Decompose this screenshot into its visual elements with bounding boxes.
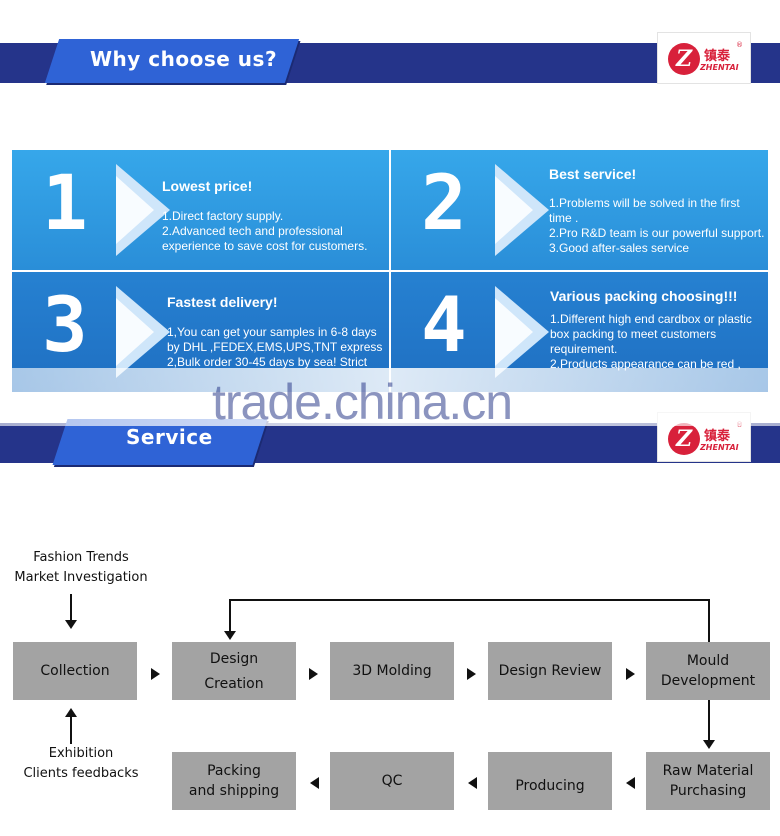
- card-line: 1.Direct factory supply.: [162, 209, 284, 223]
- card-text: 1.Different high end cardbox or plastic …: [550, 312, 752, 372]
- arrow-left-icon: [626, 777, 635, 789]
- step-3d-molding: 3D Molding: [330, 642, 454, 700]
- service-banner: Service: [0, 419, 780, 465]
- arrow-left-icon: [468, 777, 477, 789]
- card-line: experience to save cost for customers.: [162, 239, 368, 253]
- watermark-text: trade.china.cn: [212, 374, 513, 430]
- step-label: Development: [660, 673, 756, 689]
- logo-cn-text: 镇泰: [704, 429, 731, 444]
- step-label: Producing: [515, 778, 585, 794]
- logo-mark-icon: Z: [668, 43, 700, 75]
- card-line: 2.Products appearance can be red ,: [550, 357, 741, 371]
- why-choose-banner: Why choose us?: [0, 39, 780, 83]
- step-label: Design: [209, 650, 259, 667]
- card-number: 4: [421, 280, 467, 369]
- step-packing-shipping: Packing and shipping: [172, 752, 296, 810]
- card-text: 1.Direct factory supply. 2.Advanced tech…: [162, 209, 367, 254]
- logo-en-text: ZHENTAI: [700, 443, 739, 452]
- section-title-why-choose: Why choose us?: [90, 47, 278, 71]
- step-raw-material-purchasing: Raw Material Purchasing: [646, 752, 770, 810]
- note-line: Fashion Trends: [33, 550, 129, 565]
- logo-mark-icon: Z: [668, 423, 700, 455]
- step-label: and shipping: [188, 783, 280, 799]
- arrow-icon-inner: [116, 298, 154, 366]
- loop-line-right: [708, 599, 710, 642]
- note-top: Fashion Trends Market Investigation: [0, 548, 162, 588]
- card-line: 2.Pro R&D team is our powerful support.: [549, 226, 765, 240]
- card-line: 2,Bulk order 30-45 days by sea! Strict: [167, 355, 368, 369]
- arrow-icon-inner: [495, 176, 533, 244]
- card-line: 3.Good after-sales service: [549, 241, 690, 255]
- arrow-icon-inner: [116, 176, 154, 244]
- card-line: 1.Different high end cardbox or plastic: [550, 312, 752, 326]
- card-title: Fastest delivery!: [167, 294, 278, 310]
- note-line: Exhibition: [48, 746, 114, 761]
- note-line: Market Investigation: [14, 570, 148, 585]
- card-number: 2: [421, 158, 467, 247]
- card-lowest-price: 1 Lowest price! 1.Direct factory supply.…: [12, 150, 389, 270]
- card-line: by DHL ,FEDEX,EMS,UPS,TNT express: [167, 340, 383, 354]
- arrow-down-line: [708, 700, 710, 740]
- card-line: requirement.: [550, 342, 618, 356]
- note-bottom: Exhibition Clients feedbacks: [0, 744, 162, 784]
- logo-cn-text: 镇泰: [704, 49, 731, 64]
- step-mould-development: Mould Development: [646, 642, 770, 700]
- card-title: Lowest price!: [162, 178, 253, 194]
- logo-reg-mark: ®: [736, 41, 743, 49]
- card-number: 3: [42, 280, 88, 369]
- step-label: Collection: [40, 663, 110, 679]
- card-title: Various packing choosing!!!: [550, 288, 738, 304]
- arrow-right-icon: [467, 668, 476, 680]
- arrow-down-icon: [703, 740, 715, 749]
- card-line: 2.Advanced tech and professional: [162, 224, 343, 238]
- step-label: Mould: [686, 653, 730, 669]
- loop-line-top: [229, 599, 710, 601]
- step-label: Creation: [204, 675, 264, 692]
- step-label: 3D Molding: [352, 663, 432, 679]
- why-choose-grid: 1 Lowest price! 1.Direct factory supply.…: [12, 150, 768, 392]
- watermark-band: [0, 368, 780, 426]
- card-line: 1,You can get your samples in 6-8 days: [167, 325, 377, 339]
- logo-en-text: ZHENTAI: [700, 63, 739, 72]
- card-best-service: 2 Best service! 1.Problems will be solve…: [391, 150, 768, 270]
- step-design-review: Design Review: [488, 642, 612, 700]
- card-line: time .: [549, 211, 579, 225]
- arrow-up-line: [70, 716, 72, 744]
- step-qc: QC: [330, 752, 454, 810]
- arrow-down-line: [70, 594, 72, 620]
- step-label: Purchasing: [669, 783, 747, 799]
- card-text: 1,You can get your samples in 6-8 days b…: [167, 325, 382, 370]
- step-label: Design Review: [498, 663, 602, 679]
- arrow-icon-inner: [495, 298, 533, 366]
- card-text: 1.Problems will be solved in the first t…: [549, 196, 764, 256]
- card-line: 1.Problems will be solved in the first: [549, 196, 740, 210]
- brand-logo: Z 镇泰 ® ZHENTAI: [657, 32, 751, 84]
- arrow-down-icon: [65, 620, 77, 629]
- arrow-right-icon: [309, 668, 318, 680]
- card-title: Best service!: [549, 166, 637, 182]
- step-label: Raw Material: [662, 763, 754, 779]
- step-collection: Collection: [13, 642, 137, 700]
- card-number: 1: [42, 158, 88, 247]
- arrow-down-icon: [224, 631, 236, 640]
- arrow-right-icon: [626, 668, 635, 680]
- section-title-service: Service: [126, 425, 213, 449]
- arrow-left-icon: [310, 777, 319, 789]
- note-line: Clients feedbacks: [23, 766, 139, 781]
- card-line: box packing to meet customers: [550, 327, 717, 341]
- step-label: Packing: [207, 763, 261, 779]
- arrow-up-icon: [65, 708, 77, 717]
- loop-line-left: [229, 599, 231, 631]
- step-label: QC: [381, 773, 403, 789]
- step-design-creation: Design Creation: [172, 642, 296, 700]
- arrow-right-icon: [151, 668, 160, 680]
- step-producing: Producing: [488, 752, 612, 810]
